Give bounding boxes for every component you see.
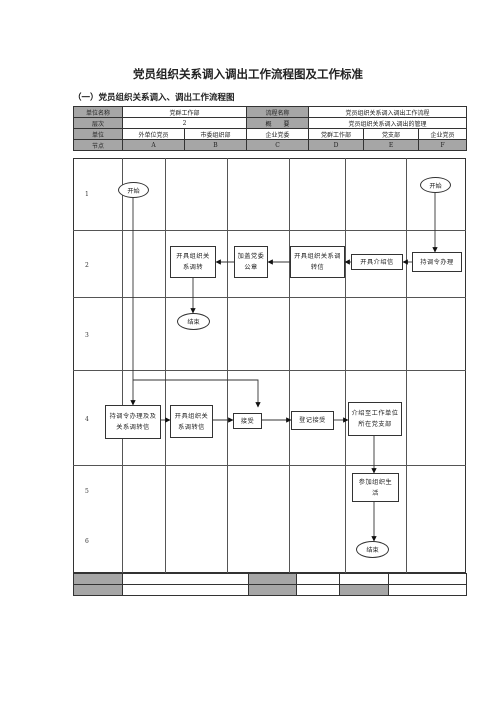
- start-node-a: 开始: [118, 182, 149, 198]
- stage-divider: [73, 370, 466, 371]
- apply-with-order-box: 持调令办理及及关系调转信: [105, 405, 161, 439]
- footer-cell: [248, 584, 297, 596]
- node-b: B: [183, 139, 248, 151]
- lane-divider: [289, 158, 290, 573]
- section-title: （一）党员组织关系调入、调出工作流程图: [73, 93, 235, 103]
- footer-cell: [296, 573, 340, 585]
- handle-with-order-box: 持调令办理: [412, 252, 462, 272]
- lane-divider: [122, 158, 123, 573]
- issue-transfer-box: 开具组织关系调转: [170, 246, 216, 278]
- stage-divider: [73, 230, 466, 231]
- stage-divider: [73, 465, 466, 466]
- footer-cell: [122, 573, 249, 585]
- stage-label: 2: [85, 262, 89, 269]
- lane-divider: [406, 158, 407, 573]
- stage-label: 4: [85, 416, 89, 423]
- stage-label: 3: [85, 332, 89, 339]
- footer-cell: [339, 573, 389, 585]
- join-activity-box: 参加组织生 活: [352, 473, 399, 502]
- document-title: 党员组织关系调入调出工作流程图及工作标准: [133, 67, 363, 81]
- issue-transfer-letter-b4-box: 开具组织关系调转信: [170, 405, 213, 438]
- end-node-b: 结束: [177, 313, 210, 330]
- level-label: 层次: [73, 117, 123, 129]
- introduce-branch-box: 介绍至工作单位所在党支部: [348, 402, 402, 436]
- footer-cell: [296, 584, 340, 596]
- lane-divider: [345, 158, 346, 573]
- footer-cell: [248, 573, 297, 585]
- footer-cell: [73, 573, 123, 585]
- footer-cell: [388, 573, 467, 585]
- register-receive-box: 登记接受: [291, 411, 334, 430]
- node-f: F: [418, 139, 468, 151]
- footer-cell: [388, 584, 467, 596]
- issue-transfer-letter-box: 开具组织关系调转信: [290, 246, 345, 278]
- lane-divider: [165, 158, 166, 573]
- node-e: E: [363, 139, 420, 151]
- introduction-letter-box: 开具介绍信: [351, 254, 403, 270]
- node-column-label: 节点: [73, 139, 123, 151]
- receive-box: 接受: [233, 413, 262, 429]
- footer-cell: [122, 584, 249, 596]
- stage-label: 5: [85, 488, 89, 495]
- lane-divider: [227, 158, 228, 573]
- footer-cell: [339, 584, 389, 596]
- start-node-f: 开始: [420, 177, 451, 193]
- party-seal-box: 加盖党委公章: [234, 246, 268, 278]
- stage-label: 1: [85, 191, 89, 198]
- stage-divider: [73, 297, 466, 298]
- header-table: 单位名称 党群工作部 流程名称 党员组织关系调入调出工作流程 层次 2 概 要 …: [73, 106, 468, 151]
- node-d: D: [308, 139, 365, 151]
- flowchart-area: [73, 158, 466, 573]
- end-node-e: 结束: [356, 541, 389, 558]
- stage-label: 6: [85, 538, 89, 545]
- footer-table: [73, 573, 467, 596]
- footer-cell: [73, 584, 123, 596]
